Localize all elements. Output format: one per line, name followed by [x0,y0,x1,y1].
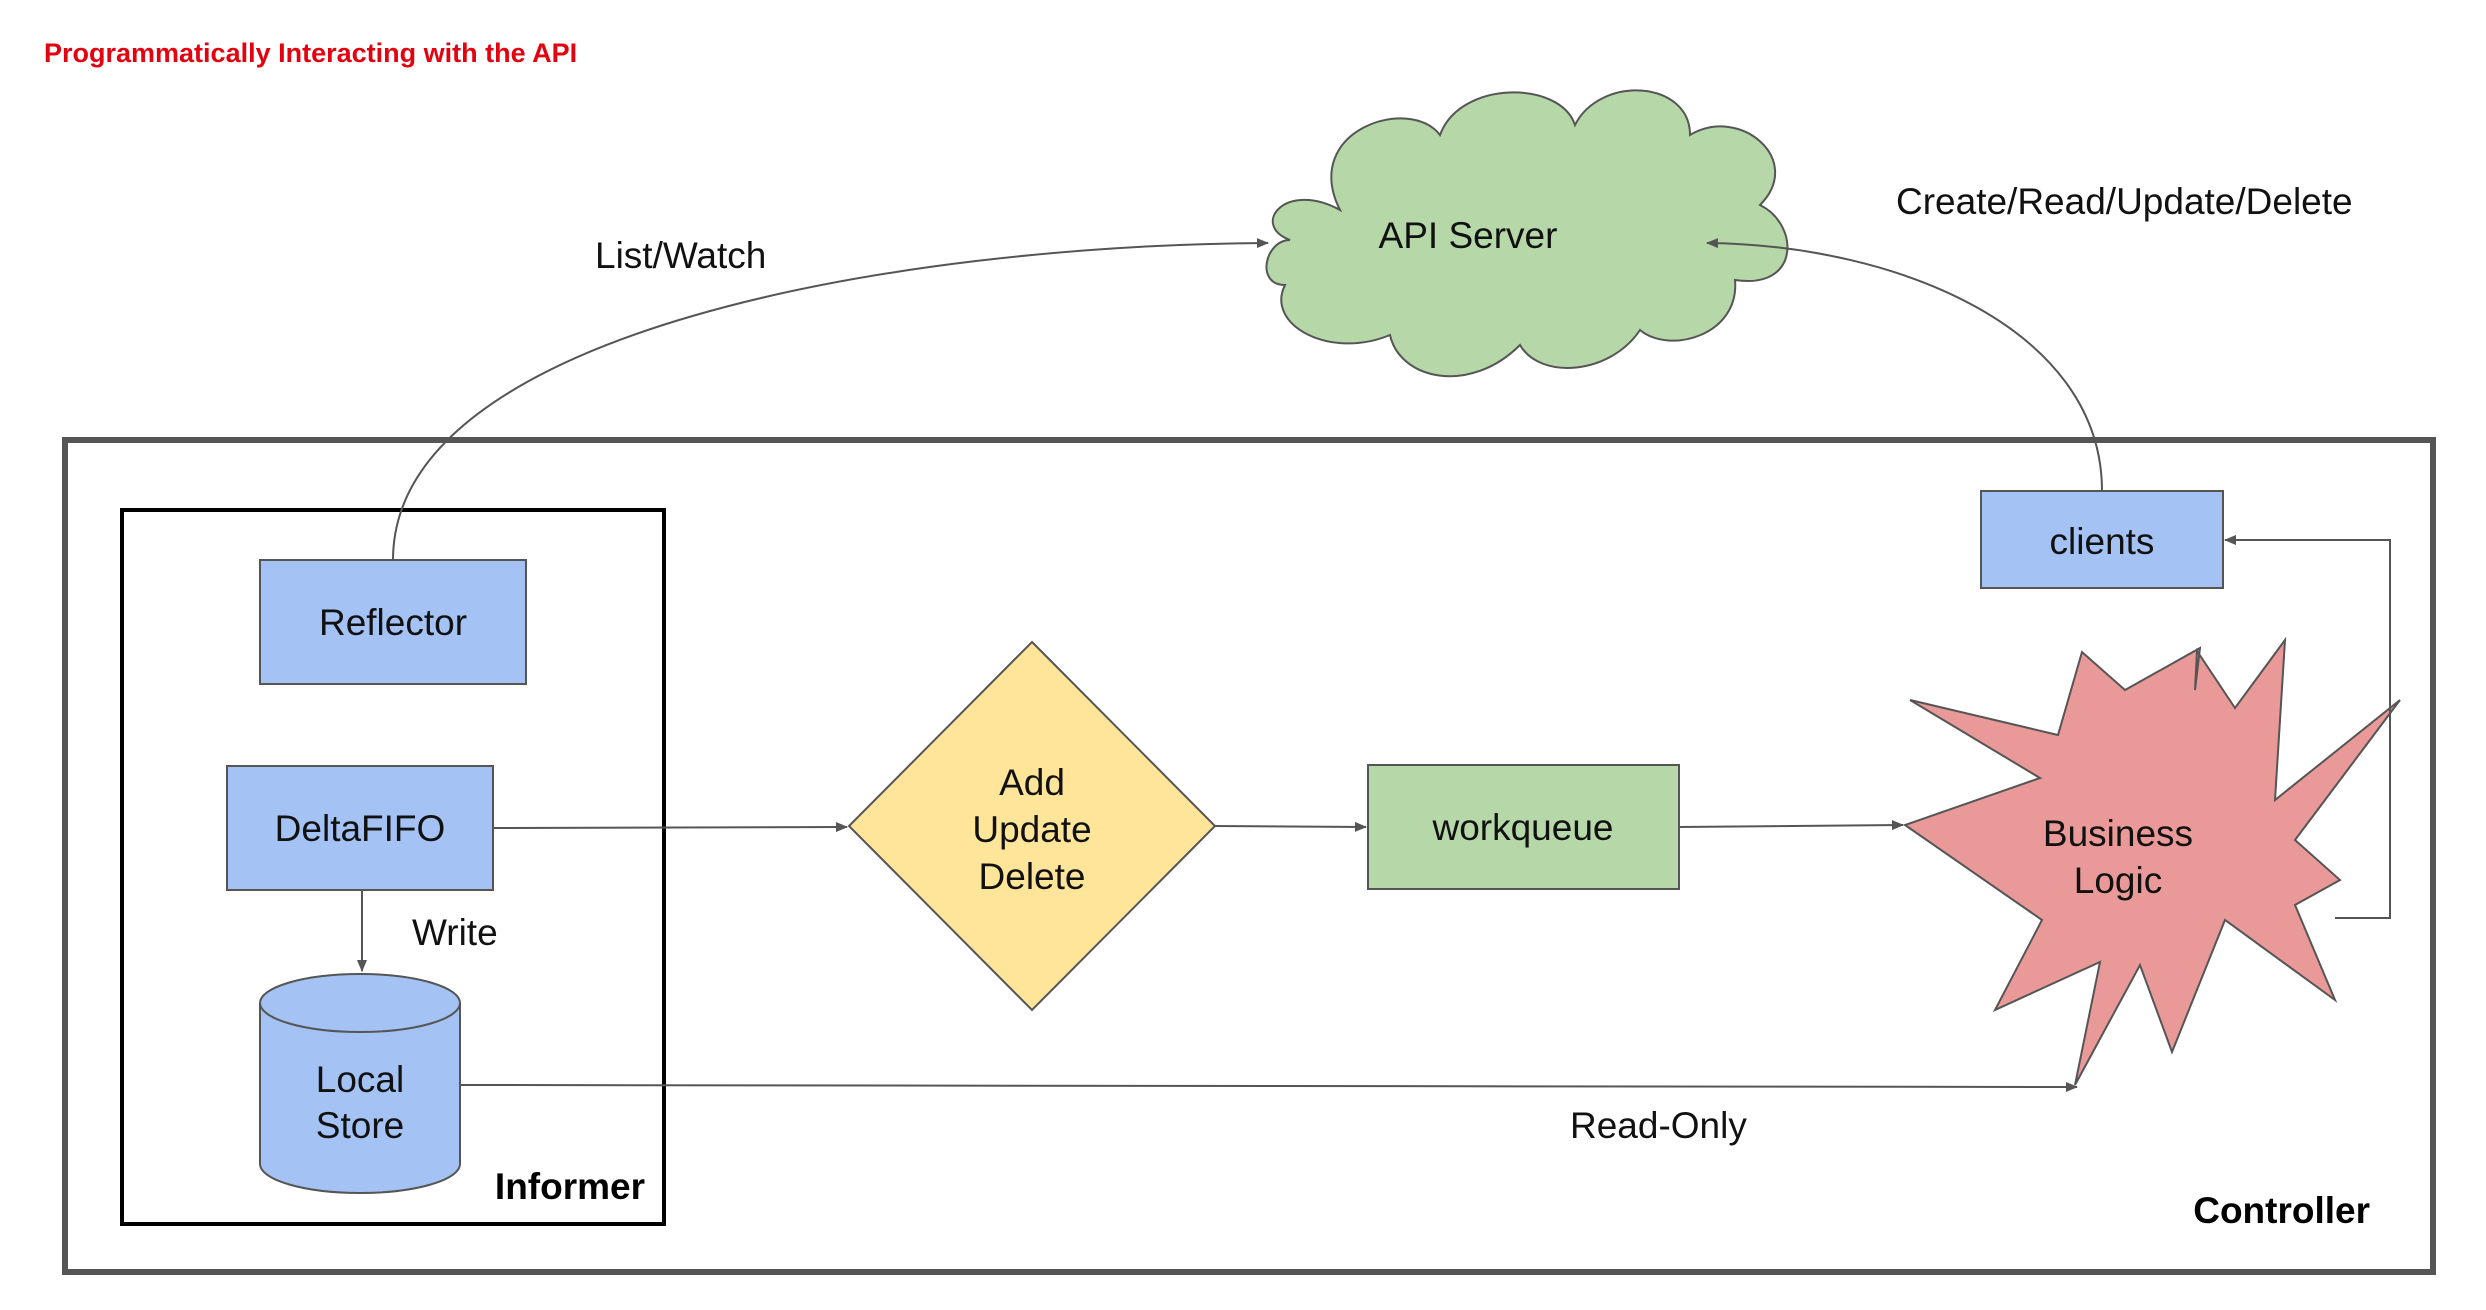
decision-label-delete: Delete [979,856,1086,897]
business-logic-node [1902,636,2401,1086]
read-only-edge [459,1081,2078,1092]
crud-edge [1706,238,2103,492]
read-only-label: Read-Only [1570,1105,1747,1146]
controller-container [62,437,2436,1275]
deltafifo-node [226,765,494,891]
local-store-label-line2: Store [316,1105,404,1146]
event-decision-node [847,640,1217,1012]
informer-container [120,508,666,1226]
controller-label: Controller [2193,1190,2370,1231]
reflector-node [259,559,527,685]
list-watch-edge [392,238,1269,561]
api-server-cloud [1265,89,1789,378]
business-to-clients-edge [2224,535,2391,919]
workqueue-to-business-edge [1678,820,1904,831]
deltafifo-label: DeltaFIFO [275,808,446,849]
local-store-label-line1: Local [316,1059,404,1100]
decision-label-add: Add [999,762,1065,803]
local-store-cylinder [259,973,461,1194]
informer-label: Informer [495,1166,645,1207]
clients-node [1980,490,2224,589]
page-title: Programmatically Interacting with the AP… [44,38,578,68]
deltafifo-to-decision-edge [492,822,848,833]
decision-to-workqueue-edge [1214,821,1367,832]
reflector-label: Reflector [319,602,467,643]
business-logic-label-line2: Logic [2074,860,2162,901]
decision-label-update: Update [972,809,1091,850]
crud-label: Create/Read/Update/Delete [1896,181,2353,222]
api-server-label: API Server [1379,215,1558,256]
workqueue-label: workqueue [1431,807,1613,848]
clients-label: clients [2050,521,2155,562]
write-label: Write [412,912,498,953]
business-logic-label-line1: Business [2043,813,2193,854]
list-watch-label: List/Watch [595,235,766,276]
